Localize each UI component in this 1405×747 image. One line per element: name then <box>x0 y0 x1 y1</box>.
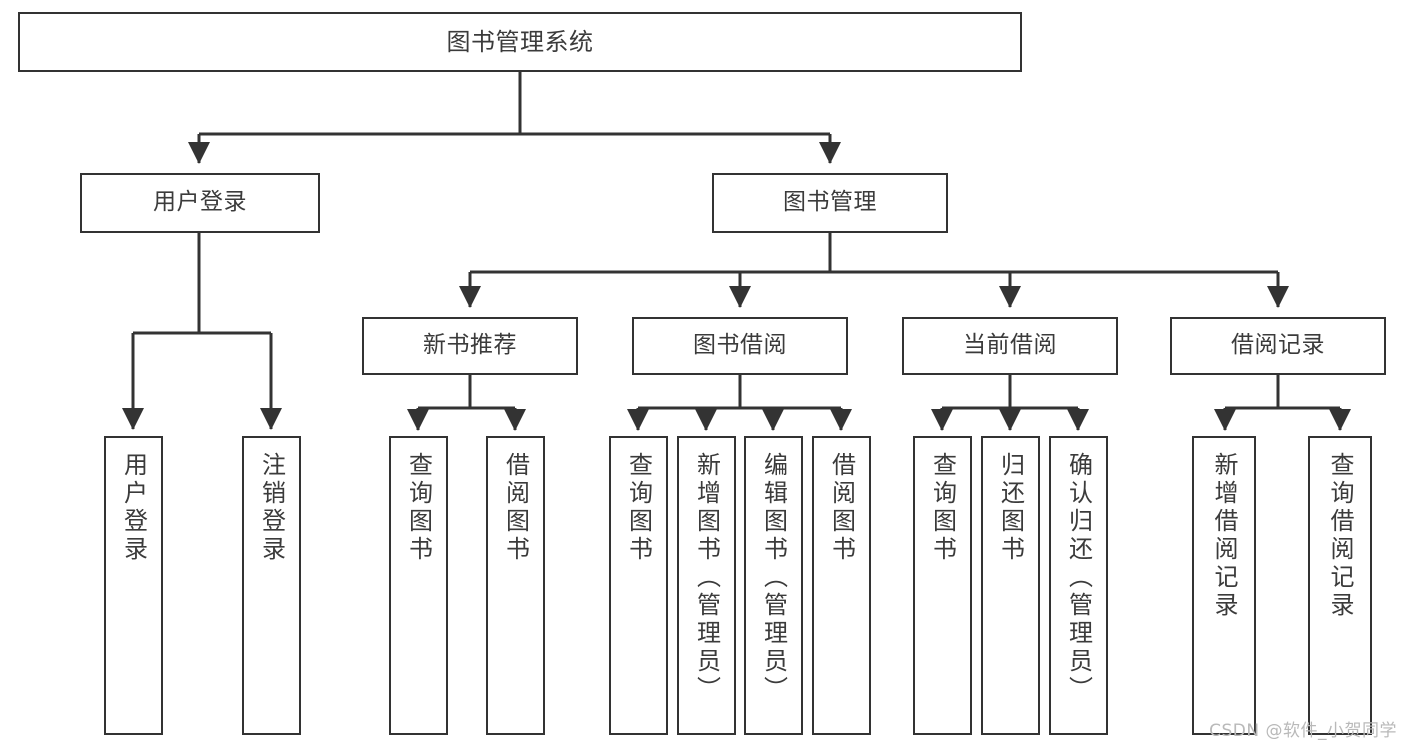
node-book-manage[interactable]: 图书管理 <box>712 173 948 233</box>
node-borrow-record-label: 借阅记录 <box>1231 332 1325 359</box>
node-leaf-borrow-book-2[interactable]: 借阅图书 <box>812 436 871 735</box>
node-current-borrow-label: 当前借阅 <box>963 332 1057 359</box>
node-user-login-label: 用户登录 <box>153 189 247 216</box>
node-leaf-borrow-book-1-label: 借阅图书 <box>501 452 530 564</box>
node-leaf-add-book[interactable]: 新增图书（管理员） <box>677 436 736 735</box>
node-leaf-borrow-book-1[interactable]: 借阅图书 <box>486 436 545 735</box>
node-leaf-confirm-return-label: 确认归还（管理员） <box>1064 452 1093 704</box>
node-leaf-add-book-label: 新增图书（管理员） <box>692 452 721 704</box>
node-user-login[interactable]: 用户登录 <box>80 173 320 233</box>
node-book-manage-label: 图书管理 <box>783 189 877 216</box>
node-leaf-return-book[interactable]: 归还图书 <box>981 436 1040 735</box>
node-leaf-query-book-2[interactable]: 查询图书 <box>609 436 668 735</box>
node-root[interactable]: 图书管理系统 <box>18 12 1022 72</box>
node-leaf-edit-book[interactable]: 编辑图书（管理员） <box>744 436 803 735</box>
node-book-borrow-label: 图书借阅 <box>693 332 787 359</box>
node-leaf-borrow-book-2-label: 借阅图书 <box>827 452 856 564</box>
node-leaf-edit-book-label: 编辑图书（管理员） <box>759 452 788 704</box>
node-leaf-query-record[interactable]: 查询借阅记录 <box>1308 436 1372 735</box>
node-leaf-query-book-2-label: 查询图书 <box>624 452 653 564</box>
node-leaf-query-book-3[interactable]: 查询图书 <box>913 436 972 735</box>
node-leaf-user-login-label: 用户登录 <box>119 452 148 564</box>
node-leaf-add-record[interactable]: 新增借阅记录 <box>1192 436 1256 735</box>
node-leaf-user-login[interactable]: 用户登录 <box>104 436 163 735</box>
node-leaf-query-book-1-label: 查询图书 <box>404 452 433 564</box>
node-new-book-rec[interactable]: 新书推荐 <box>362 317 578 375</box>
node-leaf-query-record-label: 查询借阅记录 <box>1326 452 1354 620</box>
csdn-watermark: CSDN @软件_小贺同学 <box>1209 721 1397 741</box>
node-leaf-user-logout-label: 注销登录 <box>257 452 286 564</box>
node-new-book-rec-label: 新书推荐 <box>423 332 517 359</box>
node-leaf-add-record-label: 新增借阅记录 <box>1210 452 1238 620</box>
node-root-label: 图书管理系统 <box>446 27 594 56</box>
node-book-borrow[interactable]: 图书借阅 <box>632 317 848 375</box>
node-leaf-query-book-3-label: 查询图书 <box>928 452 957 564</box>
node-leaf-confirm-return[interactable]: 确认归还（管理员） <box>1049 436 1108 735</box>
node-borrow-record[interactable]: 借阅记录 <box>1170 317 1386 375</box>
node-leaf-query-book-1[interactable]: 查询图书 <box>389 436 448 735</box>
node-current-borrow[interactable]: 当前借阅 <box>902 317 1118 375</box>
node-leaf-return-book-label: 归还图书 <box>996 452 1025 564</box>
node-leaf-user-logout[interactable]: 注销登录 <box>242 436 301 735</box>
